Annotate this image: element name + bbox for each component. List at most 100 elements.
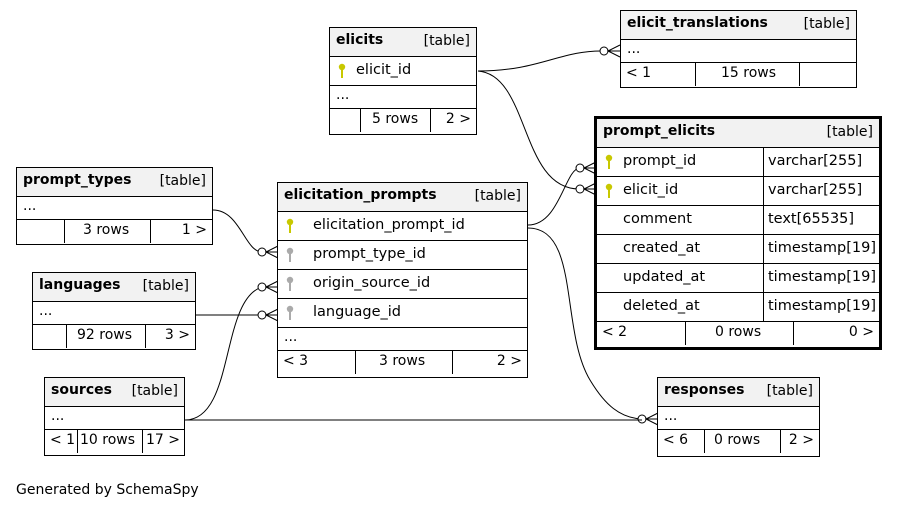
edge-end-circle bbox=[599, 46, 609, 56]
table-tag: [table] bbox=[159, 173, 206, 189]
table-tag: [table] bbox=[766, 383, 813, 399]
edge-end-circle bbox=[257, 282, 267, 292]
table-prompt-elicits[interactable]: prompt_elicits [table] prompt_id varchar[… bbox=[594, 116, 882, 350]
foreign-key-icon bbox=[286, 247, 294, 262]
edge-crowfoot bbox=[644, 412, 659, 426]
table-footer: < 1 15 rows bbox=[621, 63, 856, 86]
foreign-key-icon bbox=[286, 305, 294, 320]
table-name: prompt_elicits bbox=[603, 123, 716, 139]
row-count: 92 rows bbox=[77, 327, 133, 343]
table-tag: [table] bbox=[826, 124, 873, 140]
edge-prompts-prompt-elicits bbox=[527, 167, 581, 226]
column-name: elicit_id bbox=[356, 62, 412, 78]
column-row: prompt_type_id bbox=[278, 241, 527, 270]
children-count: 2 > bbox=[496, 353, 522, 369]
edge-prompts-responses bbox=[527, 227, 643, 420]
table-elicitation-prompts[interactable]: elicitation_prompts [table] elicitation_… bbox=[277, 182, 528, 378]
children-count: 2 > bbox=[788, 432, 814, 448]
table-footer: < 1 10 rows 17 > bbox=[45, 430, 184, 453]
table-footer: < 3 3 rows 2 > bbox=[278, 351, 527, 374]
table-name: prompt_types bbox=[23, 172, 132, 188]
column-name: deleted_at bbox=[623, 298, 700, 314]
column-row: comment text[65535] bbox=[597, 206, 879, 235]
table-more: ... bbox=[658, 407, 819, 430]
children-count: 0 > bbox=[848, 324, 874, 340]
table-elicits[interactable]: elicits [table] elicit_id ... 5 rows 2 > bbox=[329, 27, 477, 135]
row-count: 3 rows bbox=[379, 353, 426, 369]
edge-end-circle bbox=[257, 247, 267, 257]
column-row: elicit_id varchar[255] bbox=[597, 177, 879, 206]
table-header: elicitation_prompts [table] bbox=[278, 183, 527, 212]
edge-elicits-elicit-translations bbox=[477, 50, 605, 72]
column-row: elicit_id bbox=[330, 57, 476, 86]
table-header: prompt_types [table] bbox=[17, 168, 212, 197]
column-row: language_id bbox=[278, 299, 527, 328]
table-tag: [table] bbox=[474, 188, 521, 204]
column-name: comment bbox=[623, 211, 692, 227]
edge-end-circle bbox=[575, 184, 585, 194]
table-tag: [table] bbox=[142, 278, 189, 294]
table-more: ... bbox=[278, 328, 527, 351]
parents-count: < 1 bbox=[626, 65, 652, 81]
column-type: text[65535] bbox=[768, 211, 855, 227]
table-footer: 3 rows 1 > bbox=[17, 220, 212, 243]
column-row: origin_source_id bbox=[278, 270, 527, 299]
edge-end-circle bbox=[575, 163, 585, 173]
column-row: deleted_at timestamp[19] bbox=[597, 293, 879, 322]
table-header: prompt_elicits [table] bbox=[597, 119, 879, 148]
row-count: 0 rows bbox=[714, 432, 761, 448]
row-count: 3 rows bbox=[83, 222, 130, 238]
table-responses[interactable]: responses [table] ... < 6 0 rows 2 > bbox=[657, 377, 820, 457]
column-row: elicitation_prompt_id bbox=[278, 212, 527, 241]
table-footer: 92 rows 3 > bbox=[33, 325, 195, 348]
edge-prompt-types-prompts bbox=[212, 209, 263, 253]
table-sources[interactable]: sources [table] ... < 1 10 rows 17 > bbox=[44, 377, 185, 456]
table-name: responses bbox=[664, 382, 745, 398]
row-count: 10 rows bbox=[80, 432, 136, 448]
edge-end-circle bbox=[637, 414, 647, 424]
column-name: updated_at bbox=[623, 269, 706, 285]
parents-count: < 6 bbox=[663, 432, 689, 448]
table-name: elicits bbox=[336, 32, 384, 48]
table-footer: < 2 0 rows 0 > bbox=[597, 322, 879, 345]
table-footer: < 6 0 rows 2 > bbox=[658, 430, 819, 453]
children-count: 3 > bbox=[164, 327, 190, 343]
table-header: elicit_translations [table] bbox=[621, 11, 856, 40]
foreign-key-icon bbox=[286, 276, 294, 291]
edge-sources-prompts bbox=[184, 286, 263, 421]
table-tag: [table] bbox=[423, 33, 470, 49]
table-header: elicits [table] bbox=[330, 28, 476, 57]
table-name: languages bbox=[39, 277, 121, 293]
column-type: timestamp[19] bbox=[768, 298, 876, 314]
table-languages[interactable]: languages [table] ... 92 rows 3 > bbox=[32, 272, 196, 350]
primary-key-icon bbox=[605, 183, 613, 198]
table-tag: [table] bbox=[131, 383, 178, 399]
children-count: 17 > bbox=[146, 432, 180, 448]
column-type: varchar[255] bbox=[768, 182, 863, 198]
column-name: created_at bbox=[623, 240, 701, 256]
table-name: elicitation_prompts bbox=[284, 187, 437, 203]
column-name: prompt_type_id bbox=[313, 246, 426, 262]
column-type: timestamp[19] bbox=[768, 269, 876, 285]
column-name: origin_source_id bbox=[313, 275, 431, 291]
column-name: elicitation_prompt_id bbox=[313, 217, 465, 233]
row-count: 5 rows bbox=[372, 111, 419, 127]
edge-elicits-prompt-elicits bbox=[477, 70, 581, 190]
table-more: ... bbox=[33, 302, 195, 325]
column-row: updated_at timestamp[19] bbox=[597, 264, 879, 293]
primary-key-icon bbox=[286, 218, 294, 233]
column-name: elicit_id bbox=[623, 182, 679, 198]
table-footer: 5 rows 2 > bbox=[330, 109, 476, 132]
edge-end-circle bbox=[257, 310, 267, 320]
children-count: 1 > bbox=[181, 222, 207, 238]
generated-by-caption: Generated by SchemaSpy bbox=[16, 482, 199, 498]
column-name: prompt_id bbox=[623, 153, 697, 169]
parents-count: < 2 bbox=[602, 324, 628, 340]
table-more: ... bbox=[45, 407, 184, 430]
table-elicit-translations[interactable]: elicit_translations [table] ... < 1 15 r… bbox=[620, 10, 857, 88]
table-prompt-types[interactable]: prompt_types [table] ... 3 rows 1 > bbox=[16, 167, 213, 245]
table-more: ... bbox=[330, 86, 476, 109]
